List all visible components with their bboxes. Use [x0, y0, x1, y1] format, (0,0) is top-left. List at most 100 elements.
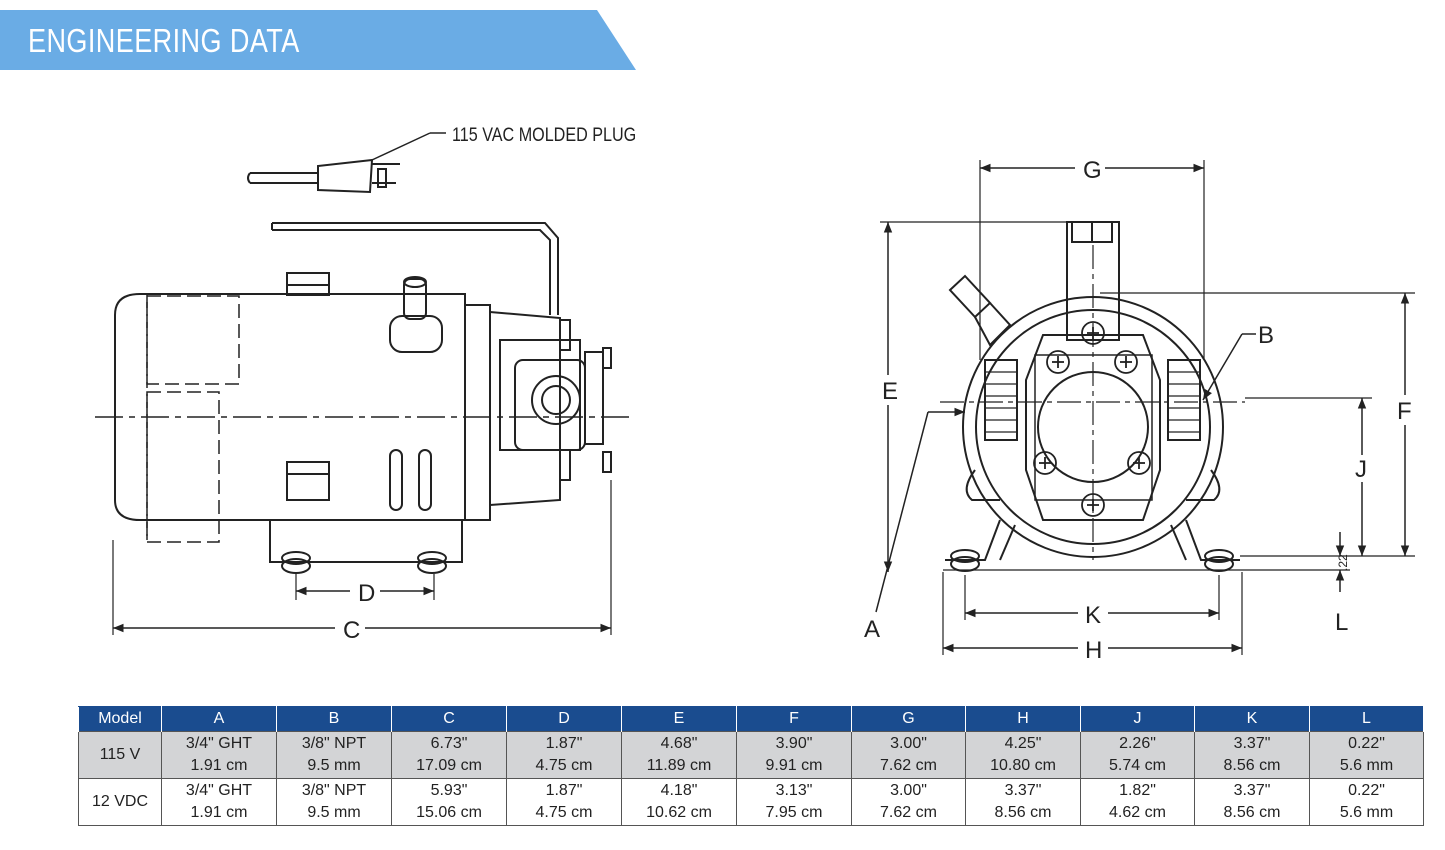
metric-value: 10.62 cm [646, 804, 712, 821]
imperial-value: 1.82" [1119, 782, 1156, 799]
table-cell: 4.68" 11.89 cm [621, 731, 737, 779]
header-cell-a: A [161, 706, 277, 732]
page-title: ENGINEERING DATA [28, 22, 300, 59]
imperial-value: 3.00" [890, 782, 927, 799]
model-cell: 115 V [78, 731, 162, 779]
imperial-value: 1.87" [545, 735, 583, 752]
table-cell: 5.93" 15.06 cm [391, 778, 507, 826]
imperial-value: 3.90" [775, 735, 813, 752]
table-cell: 1.87" 4.75 cm [506, 731, 622, 779]
dim-g-label: G [1083, 157, 1102, 184]
header-cell-d: D [506, 706, 622, 732]
table-cell: 3.00" 7.62 cm [851, 731, 966, 779]
imperial-value: 4.68" [660, 735, 698, 752]
metric-value: 9.5 mm [307, 804, 361, 821]
imperial-value: 3.13" [775, 782, 813, 799]
imperial-value: 4.18" [660, 782, 698, 799]
header-cell-j: J [1080, 706, 1195, 732]
metric-value: 10.80 cm [990, 757, 1056, 774]
metric-value: 11.89 cm [646, 757, 712, 774]
metric-value: 5.6 mm [1339, 804, 1394, 821]
table-cell: 3.37" 8.56 cm [1194, 731, 1310, 779]
dim-a-label: A [864, 616, 880, 643]
engineering-data-table: Model A B C D E F G H J K L 115 V 3/4" G… [78, 706, 1424, 826]
dim-d-label: D [358, 580, 375, 607]
dim-small-label: .22 [1336, 554, 1350, 571]
imperial-value: 0.22" [1348, 782, 1385, 799]
model-cell: 12 VDC [78, 778, 162, 826]
header-cell-f: F [736, 706, 852, 732]
imperial-value: 0.22" [1348, 735, 1385, 752]
dim-j-label: J [1355, 456, 1367, 483]
table-cell: 3.37" 8.56 cm [965, 778, 1081, 826]
imperial-value: 4.25" [1004, 735, 1042, 752]
metric-value: 5.74 cm [1109, 757, 1166, 774]
imperial-value: 6.73" [430, 735, 468, 752]
metric-value: 7.95 cm [765, 804, 823, 821]
table-cell: 4.25" 10.80 cm [965, 731, 1081, 779]
table-cell: 3.13" 7.95 cm [736, 778, 852, 826]
imperial-value: 3/4" GHT [185, 735, 253, 752]
table-cell: 0.22" 5.6 mm [1309, 731, 1424, 779]
table-cell: 3.90" 9.91 cm [736, 731, 852, 779]
imperial-value: 3.37" [1233, 735, 1271, 752]
plug-label: 115 VAC MOLDED PLUG [452, 124, 636, 146]
table-cell: 4.18" 10.62 cm [621, 778, 737, 826]
table-cell: 0.22" 5.6 mm [1309, 778, 1424, 826]
table-cell: 1.87"4.75 cm [506, 778, 622, 826]
header-cell-g: G [851, 706, 966, 732]
motor-body [114, 293, 466, 521]
imperial-value: 3.37" [1004, 782, 1042, 799]
table-cell: 6.73" 17.09 cm [391, 731, 507, 779]
metric-value: 7.62 cm [880, 804, 937, 821]
table-cell: 3/8" NPT 9.5 mm [276, 778, 392, 826]
metric-value: 8.56 cm [994, 804, 1052, 821]
imperial-value: 3/4" GHT [185, 782, 253, 799]
header-cell-c: C [391, 706, 507, 732]
dim-e-label: E [882, 378, 898, 405]
table-cell: 3/4" GHT 1.91 cm [161, 731, 277, 779]
header-cell-b: B [276, 706, 392, 732]
metric-value: 4.62 cm [1109, 804, 1166, 821]
header-cell-k: K [1194, 706, 1310, 732]
metric-value: 4.75 cm [535, 804, 593, 821]
imperial-value: 3.00" [890, 735, 927, 752]
dim-f-label: F [1397, 398, 1412, 425]
metric-value: 9.91 cm [765, 757, 823, 774]
metric-value: 9.5 mm [307, 757, 361, 774]
table-cell: 3.00" 7.62 cm [851, 778, 966, 826]
table-cell: 1.82" 4.62 cm [1080, 778, 1195, 826]
header-cell-model: Model [78, 706, 162, 732]
dim-b-label: B [1258, 322, 1274, 349]
molded-plug-icon [247, 132, 446, 194]
engineering-drawing: 115 VAC MOLDED PLUG D C [95, 124, 1415, 664]
metric-value: 15.06 cm [416, 804, 482, 821]
metric-value: 8.56 cm [1223, 757, 1281, 774]
end-view [875, 160, 1415, 655]
dim-k-label: K [1085, 602, 1101, 629]
dim-l-label: L [1335, 609, 1348, 636]
metric-value: 5.6 mm [1339, 757, 1394, 774]
header-cell-l: L [1309, 706, 1424, 732]
header-cell-e: E [621, 706, 737, 732]
table-cell: 2.26" 5.74 cm [1080, 731, 1195, 779]
imperial-value: 2.26" [1119, 735, 1156, 752]
imperial-value: 5.93" [430, 782, 468, 799]
side-view [95, 132, 635, 635]
metric-value: 4.75 cm [535, 757, 593, 774]
table-header-row: Model A B C D E F G H J K L [78, 706, 1424, 732]
metric-value: 1.91 cm [190, 757, 248, 774]
title-banner: ENGINEERING DATA [0, 10, 636, 70]
header-cell-h: H [965, 706, 1081, 732]
metric-value: 17.09 cm [416, 757, 482, 774]
imperial-value: 3/8" NPT [301, 782, 367, 799]
metric-value: 7.62 cm [880, 757, 937, 774]
metric-value: 8.56 cm [1223, 804, 1281, 821]
dim-h-label: H [1085, 637, 1102, 664]
dim-c-label: C [343, 617, 360, 644]
imperial-value: 3.37" [1233, 782, 1271, 799]
